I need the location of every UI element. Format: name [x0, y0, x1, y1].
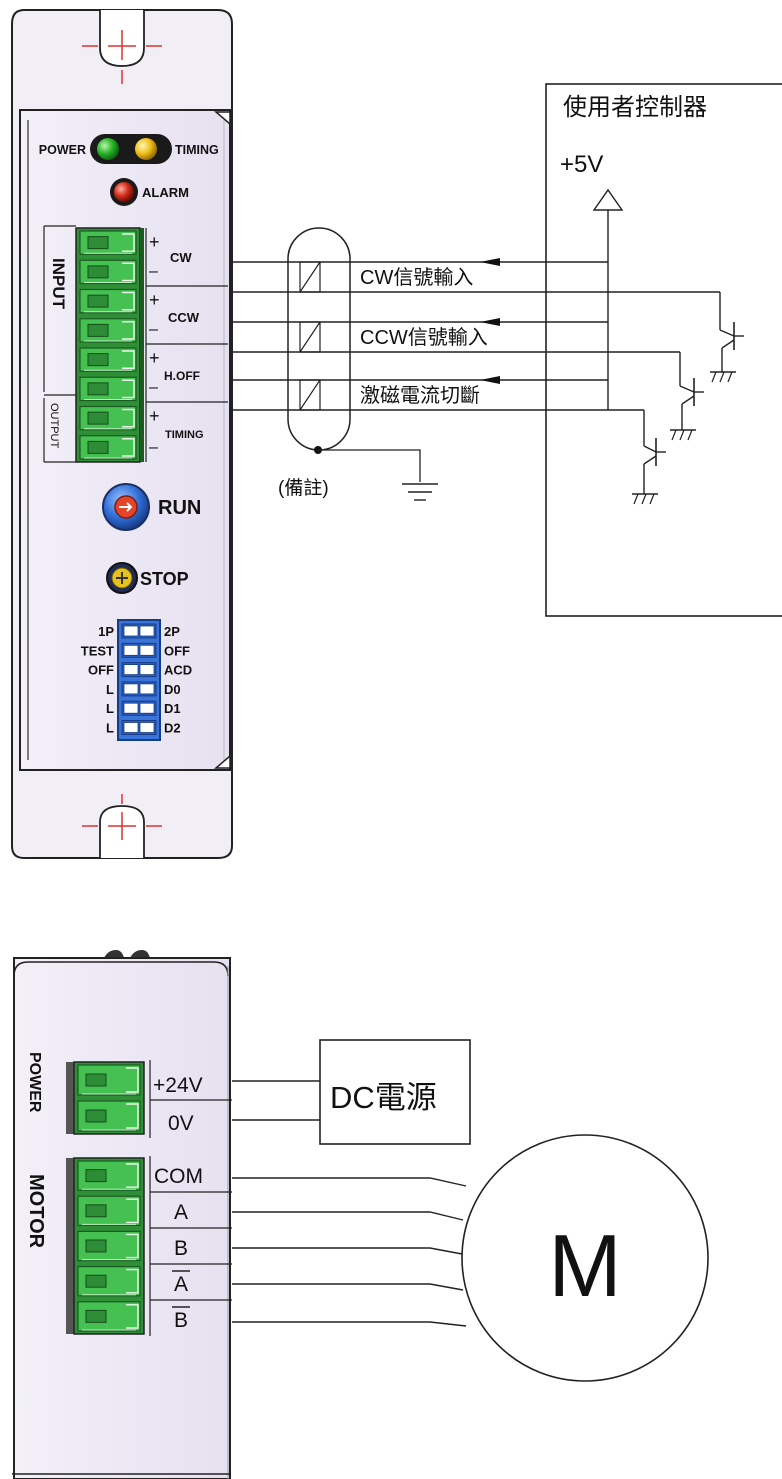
timing-plus: + — [149, 406, 160, 426]
motor-terminal-labels: COM A B A B — [149, 1156, 232, 1336]
terminal-screw-icon — [77, 1230, 141, 1262]
signal-wiring: CW信號輸入 CCW信號輸入 激磁電流切斷 (備註) — [230, 227, 720, 501]
ground-icon — [402, 483, 438, 501]
terminal-screw-icon — [77, 1301, 141, 1332]
dc-source-label: DC電源 — [330, 1080, 437, 1115]
hoff-minus: – — [149, 379, 158, 396]
transistor-cw-icon — [710, 292, 744, 383]
timing-led-icon — [135, 138, 157, 160]
user-controller: 使用者控制器 +5V — [545, 83, 782, 617]
ccw-plus: + — [149, 290, 160, 310]
terminal-a-label: A — [174, 1201, 188, 1224]
terminal-screw-icon — [77, 1160, 141, 1191]
stop-label: STOP — [140, 569, 189, 589]
terminal-screw-icon — [79, 230, 137, 255]
dip-left-label: OFF — [88, 663, 114, 678]
dip-switch[interactable] — [121, 681, 157, 697]
dip-right-label: OFF — [164, 643, 190, 658]
dip-left-label: L — [106, 721, 114, 736]
cw-signal-label: CW信號輸入 — [360, 266, 473, 289]
input-section-label: INPUT — [49, 258, 68, 310]
cw-terminal-label: CW — [170, 250, 192, 265]
terminal-com-label: COM — [154, 1165, 203, 1188]
driver-bottom: POWER +24V 0V MOTOR COM A B A — [12, 950, 232, 1479]
timing-minus: – — [149, 439, 158, 456]
driver-top: POWER TIMING ALARM INPUT OUTPUT + – CW +… — [11, 9, 233, 859]
dc-power-supply: DC電源 — [232, 1039, 471, 1145]
terminal-b-bar-label: B — [174, 1309, 188, 1332]
alarm-led-label: ALARM — [142, 185, 189, 200]
dip-switch[interactable] — [121, 662, 157, 678]
motor: M — [232, 1134, 709, 1382]
power-led-label: POWER — [39, 143, 86, 157]
terminal-screw-icon — [79, 347, 137, 372]
power-section-label: POWER — [26, 1052, 43, 1113]
hoff-plus: + — [149, 348, 160, 368]
terminal-screw-icon — [79, 259, 137, 285]
dip-left-label: TEST — [81, 643, 114, 658]
dip-switch[interactable] — [121, 700, 157, 716]
power-led-icon — [97, 138, 119, 160]
dip-switch[interactable] — [121, 623, 157, 639]
timing-led-label: TIMING — [175, 143, 219, 157]
output-section-label: OUTPUT — [48, 403, 60, 449]
supply-label: +5V — [560, 151, 603, 178]
dip-right-label: D2 — [164, 721, 181, 736]
dip-right-label: ACD — [164, 663, 192, 678]
dip-right-label: 2P — [164, 624, 180, 639]
dip-switch[interactable] — [121, 720, 157, 735]
note-label: (備註) — [278, 477, 329, 499]
terminal-screw-icon — [79, 288, 137, 314]
dip-left-label: L — [106, 682, 114, 697]
mount-hole-bottom — [82, 794, 162, 858]
terminal-0v-label: 0V — [168, 1112, 194, 1135]
terminal-screw-icon — [77, 1265, 141, 1297]
terminal-b-label: B — [174, 1237, 188, 1260]
motor-section-label: MOTOR — [25, 1174, 47, 1249]
cw-plus: + — [149, 232, 160, 252]
terminal-screw-icon — [77, 1064, 141, 1096]
dip-right-label: D1 — [164, 701, 181, 716]
hoff-terminal-label: H.OFF — [164, 369, 200, 383]
transistor-hoff-icon — [632, 410, 666, 505]
dip-left-label: L — [106, 701, 114, 716]
motor-terminal-block — [66, 1157, 145, 1335]
run-label: RUN — [158, 497, 201, 519]
timing-terminal-label: TIMING — [165, 429, 204, 441]
dip-left-label: 1P — [98, 624, 114, 639]
terminal-screw-icon — [79, 435, 137, 460]
terminal-screw-icon — [77, 1100, 141, 1132]
hoff-signal-label: 激磁電流切斷 — [360, 384, 480, 407]
transistor-ccw-icon — [670, 352, 704, 441]
cw-minus: – — [149, 263, 158, 280]
controller-title: 使用者控制器 — [563, 94, 707, 121]
input-terminal-block — [75, 227, 144, 463]
dip-switch[interactable] — [121, 642, 157, 658]
ccw-minus: – — [149, 321, 158, 338]
dip-switch-bank[interactable] — [117, 619, 161, 741]
mount-hole-top — [82, 10, 162, 84]
controller-box — [545, 83, 782, 617]
terminal-screw-icon — [77, 1195, 141, 1226]
input-terminal-labels: + – CW + – CCW + – H.OFF + – TIMING — [145, 228, 228, 462]
ccw-signal-label: CCW信號輸入 — [360, 326, 488, 349]
motor-symbol: M — [548, 1216, 621, 1315]
terminal-screw-icon — [79, 405, 137, 431]
ccw-terminal-label: CCW — [168, 310, 200, 325]
power-terminal-block — [66, 1061, 145, 1135]
terminal-screw-icon — [79, 376, 137, 402]
motor-circle — [461, 1134, 709, 1382]
supply-arrow-icon — [592, 188, 624, 211]
terminal-screw-icon — [79, 318, 137, 343]
terminal-24v-label: +24V — [153, 1074, 203, 1097]
alarm-led-icon — [114, 182, 134, 202]
dip-right-label: D0 — [164, 682, 181, 697]
terminal-a-bar-label: A — [174, 1273, 188, 1296]
